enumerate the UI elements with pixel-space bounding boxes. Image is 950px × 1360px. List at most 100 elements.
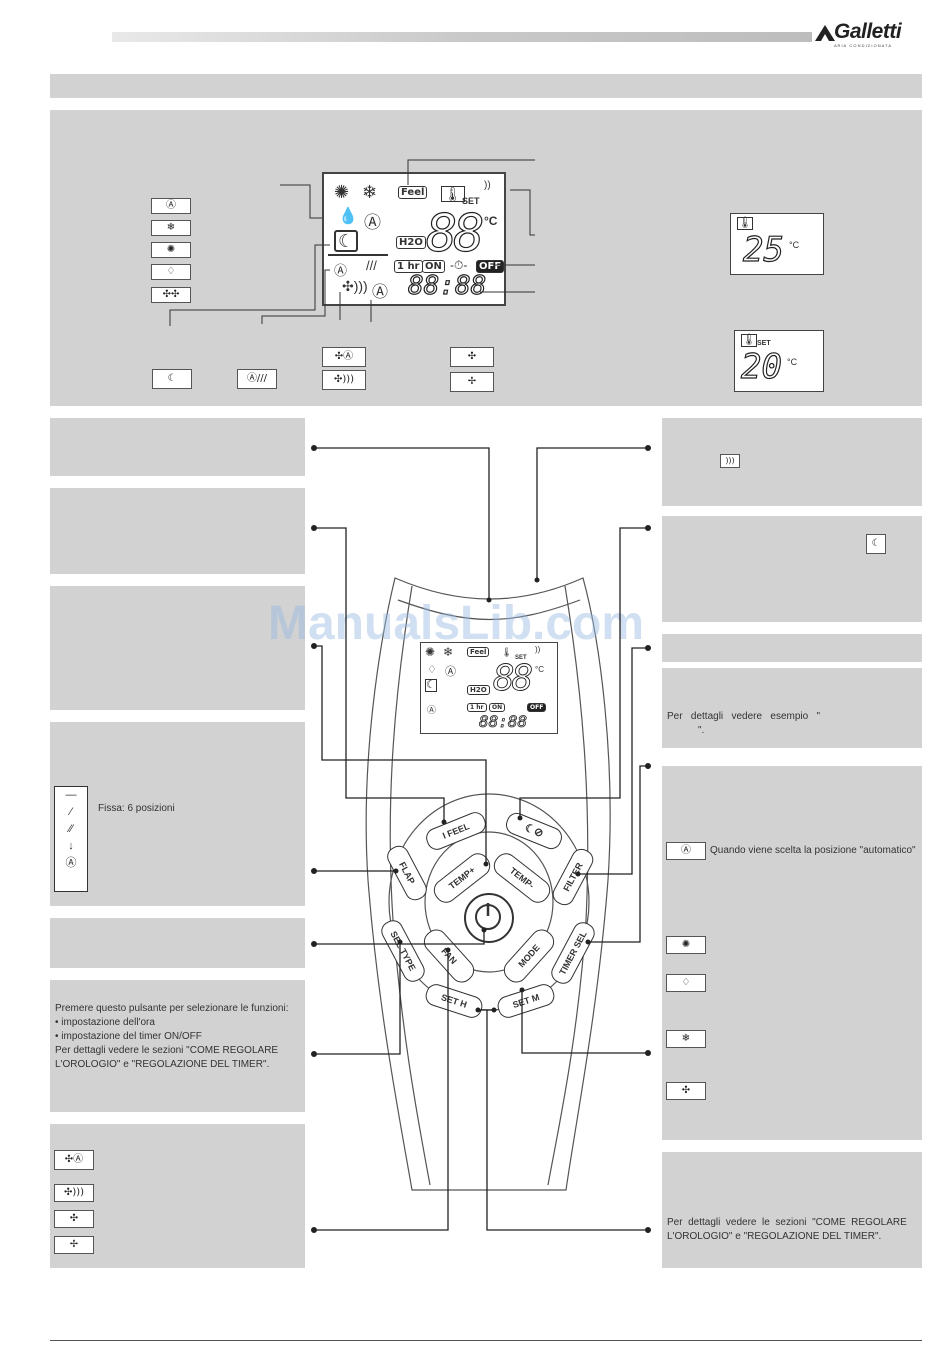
sleep-box-icon: ☾ <box>152 369 192 389</box>
fan-max-box-icon: ✣))) <box>322 370 366 390</box>
flap-box-icon: Ⓐ/// <box>237 369 277 389</box>
mode-dry-icon: ♢ <box>151 264 191 280</box>
panel-filter: Per dettagli vedere esempio " ". <box>662 668 922 748</box>
header-bar <box>112 32 812 42</box>
mode-auto-text: Quando viene scelta la posizione "automa… <box>710 845 916 856</box>
sel-type-item: • impostazione del timer ON/OFF <box>55 1031 202 1042</box>
fan-med-box-icon: ✣ <box>450 347 494 367</box>
auto-icon: Ⓐ <box>445 666 456 678</box>
panel-signal: ))) <box>662 418 922 506</box>
fan-auto-box-icon: ✣Ⓐ <box>322 347 366 367</box>
remote-lcd: ✺ ❄ Feel 🌡 SET )) ♢ Ⓐ ☾ H2O 88 °C 1 hr O… <box>420 642 558 734</box>
thermometer-house-icon: 🌡 <box>501 647 513 657</box>
auto-icon: Ⓐ <box>364 213 381 232</box>
filter-note-1: Per dettagli vedere esempio " <box>667 711 821 722</box>
watermark: ManualsLib.com <box>268 597 645 650</box>
celsius-label: °C <box>787 357 798 367</box>
sel-type-intro: Premere questo pulsante per selezionare … <box>55 1003 289 1014</box>
sel-type-text: Premere questo pulsante per selezionare … <box>55 1002 303 1072</box>
sel-type-item: • impostazione dell'ora <box>55 1017 155 1028</box>
dry-icon: ♢ <box>427 664 437 676</box>
temp-digits: 88 <box>425 204 485 264</box>
panel-set-m: Per dettagli vedere le sezioni "COME REG… <box>662 1152 922 1268</box>
flap-pos-icon: ↓ <box>68 840 74 852</box>
mode-cool-icon: ❄ <box>151 220 191 236</box>
h2o-badge: H2O <box>467 685 490 695</box>
mode-heat-icon: ✺ <box>666 936 706 954</box>
set-m-note-2: L'OROLOGIO" e "REGOLAZIONE DEL TIMER". <box>667 1231 882 1242</box>
fan-auto-icon: Ⓐ <box>372 284 389 301</box>
signal-icon: )) <box>535 645 541 654</box>
fan-speed-icon: Ⓐ <box>427 705 437 715</box>
example-lcd-room: 🌡 25 °C <box>730 213 824 275</box>
feel-badge: Feel <box>467 647 490 657</box>
flap-swing-icon: /// <box>366 258 377 273</box>
fan-speed-icon: ✣))) <box>342 278 368 294</box>
sel-type-note: L'OROLOGIO" e "REGOLAZIONE DEL TIMER". <box>55 1059 270 1070</box>
thermometer-house-icon: 🌡 <box>737 217 753 230</box>
example-digits-2: 20 <box>740 347 782 387</box>
fan-auto-box-icon: ✣Ⓐ <box>54 1150 94 1170</box>
flap-auto-icon: Ⓐ <box>334 263 348 278</box>
panel-sleep: ☾ <box>662 516 922 622</box>
lcd-divider <box>328 254 388 256</box>
flap-positions-text: Fissa: 6 posizioni <box>98 803 175 814</box>
panel-fan-speed: ✣Ⓐ ✣))) ✣ ✢ <box>50 1124 305 1268</box>
example-lcd-set: 🌡 SET 20 °C <box>734 330 824 392</box>
celsius-label: °C <box>484 214 498 228</box>
flap-positions-box: — ⁄ ∕∕ ↓ Ⓐ <box>54 786 88 892</box>
h2o-badge: H2O <box>396 236 426 249</box>
filter-note-2: ". <box>698 725 705 736</box>
example-digits-1: 25 <box>742 230 784 270</box>
panel-filter-title <box>662 634 922 662</box>
on-badge: ON <box>422 260 445 273</box>
mode-heat-icon: ✺ <box>151 242 191 258</box>
set-label: SET <box>757 340 771 347</box>
hr-badge: 1 hr <box>467 703 487 712</box>
off-badge: OFF <box>476 260 505 273</box>
timer-clock-icon: -⏱- <box>450 258 468 272</box>
panel-ifeel <box>50 418 305 476</box>
off-badge: OFF <box>527 703 547 712</box>
brand-name: Galletti <box>834 20 902 43</box>
temp-digits: 88 <box>493 658 534 699</box>
dry-icon: 💧 <box>338 208 358 225</box>
sleep-box-icon: ☾ <box>866 534 886 554</box>
cool-icon: ❄ <box>443 645 454 659</box>
panel-sel-type: Premere questo pulsante per selezionare … <box>50 980 305 1112</box>
section-title-bar <box>50 74 922 98</box>
signal-icon: )) <box>484 180 491 191</box>
brand-logo: Galletti A R I A C O N D I Z I O N A T A <box>814 20 924 50</box>
flap-pos-icon: — <box>65 789 77 801</box>
brand-tagline: A R I A C O N D I Z I O N A T A <box>834 43 891 48</box>
time-digits: 88:88 <box>479 712 528 731</box>
mode-auto-icon: Ⓐ <box>666 842 706 860</box>
heat-icon: ✺ <box>425 645 436 659</box>
set-label: SET <box>462 196 480 206</box>
power-icon <box>475 903 501 930</box>
flap-pos-icon: ⁄ <box>70 806 72 818</box>
mode-auto-icon: Ⓐ <box>151 198 191 214</box>
mode-dry-icon: ♢ <box>666 974 706 992</box>
panel-temp-plus <box>50 488 305 574</box>
thermometer-house-icon: 🌡 <box>741 334 757 347</box>
sel-type-note: Per dettagli vedere le sezioni "COME REG… <box>55 1045 279 1056</box>
fan-med-box-icon: ✣ <box>54 1210 94 1228</box>
footer-rule <box>50 1340 922 1341</box>
set-label: SET <box>515 655 527 661</box>
cool-icon: ❄ <box>362 182 378 202</box>
panel-mode: Ⓐ Quando viene scelta la posizione "auto… <box>662 766 922 1140</box>
sleep-icon: ☾ <box>425 679 437 692</box>
main-lcd: ✺ ❄ 💧 Ⓐ ☾ Ⓐ /// ✣))) Ⓐ Feel 🌡 SET )) H2O… <box>322 172 506 306</box>
feel-badge: Feel <box>398 186 428 199</box>
power-button[interactable] <box>464 893 514 943</box>
mode-cool-icon: ❄ <box>666 1030 706 1048</box>
set-m-note: Per dettagli vedere le sezioni "COME REG… <box>667 1216 917 1244</box>
lcd-leader-lines <box>169 159 535 326</box>
flap-pos-icon: Ⓐ <box>65 857 77 869</box>
thermometer-house-icon: 🌡 <box>441 186 465 202</box>
time-digits: 88:88 <box>407 271 487 301</box>
on-badge: ON <box>489 703 506 712</box>
logo-triangle-icon <box>815 25 835 41</box>
sleep-icon: ☾ <box>334 230 359 252</box>
